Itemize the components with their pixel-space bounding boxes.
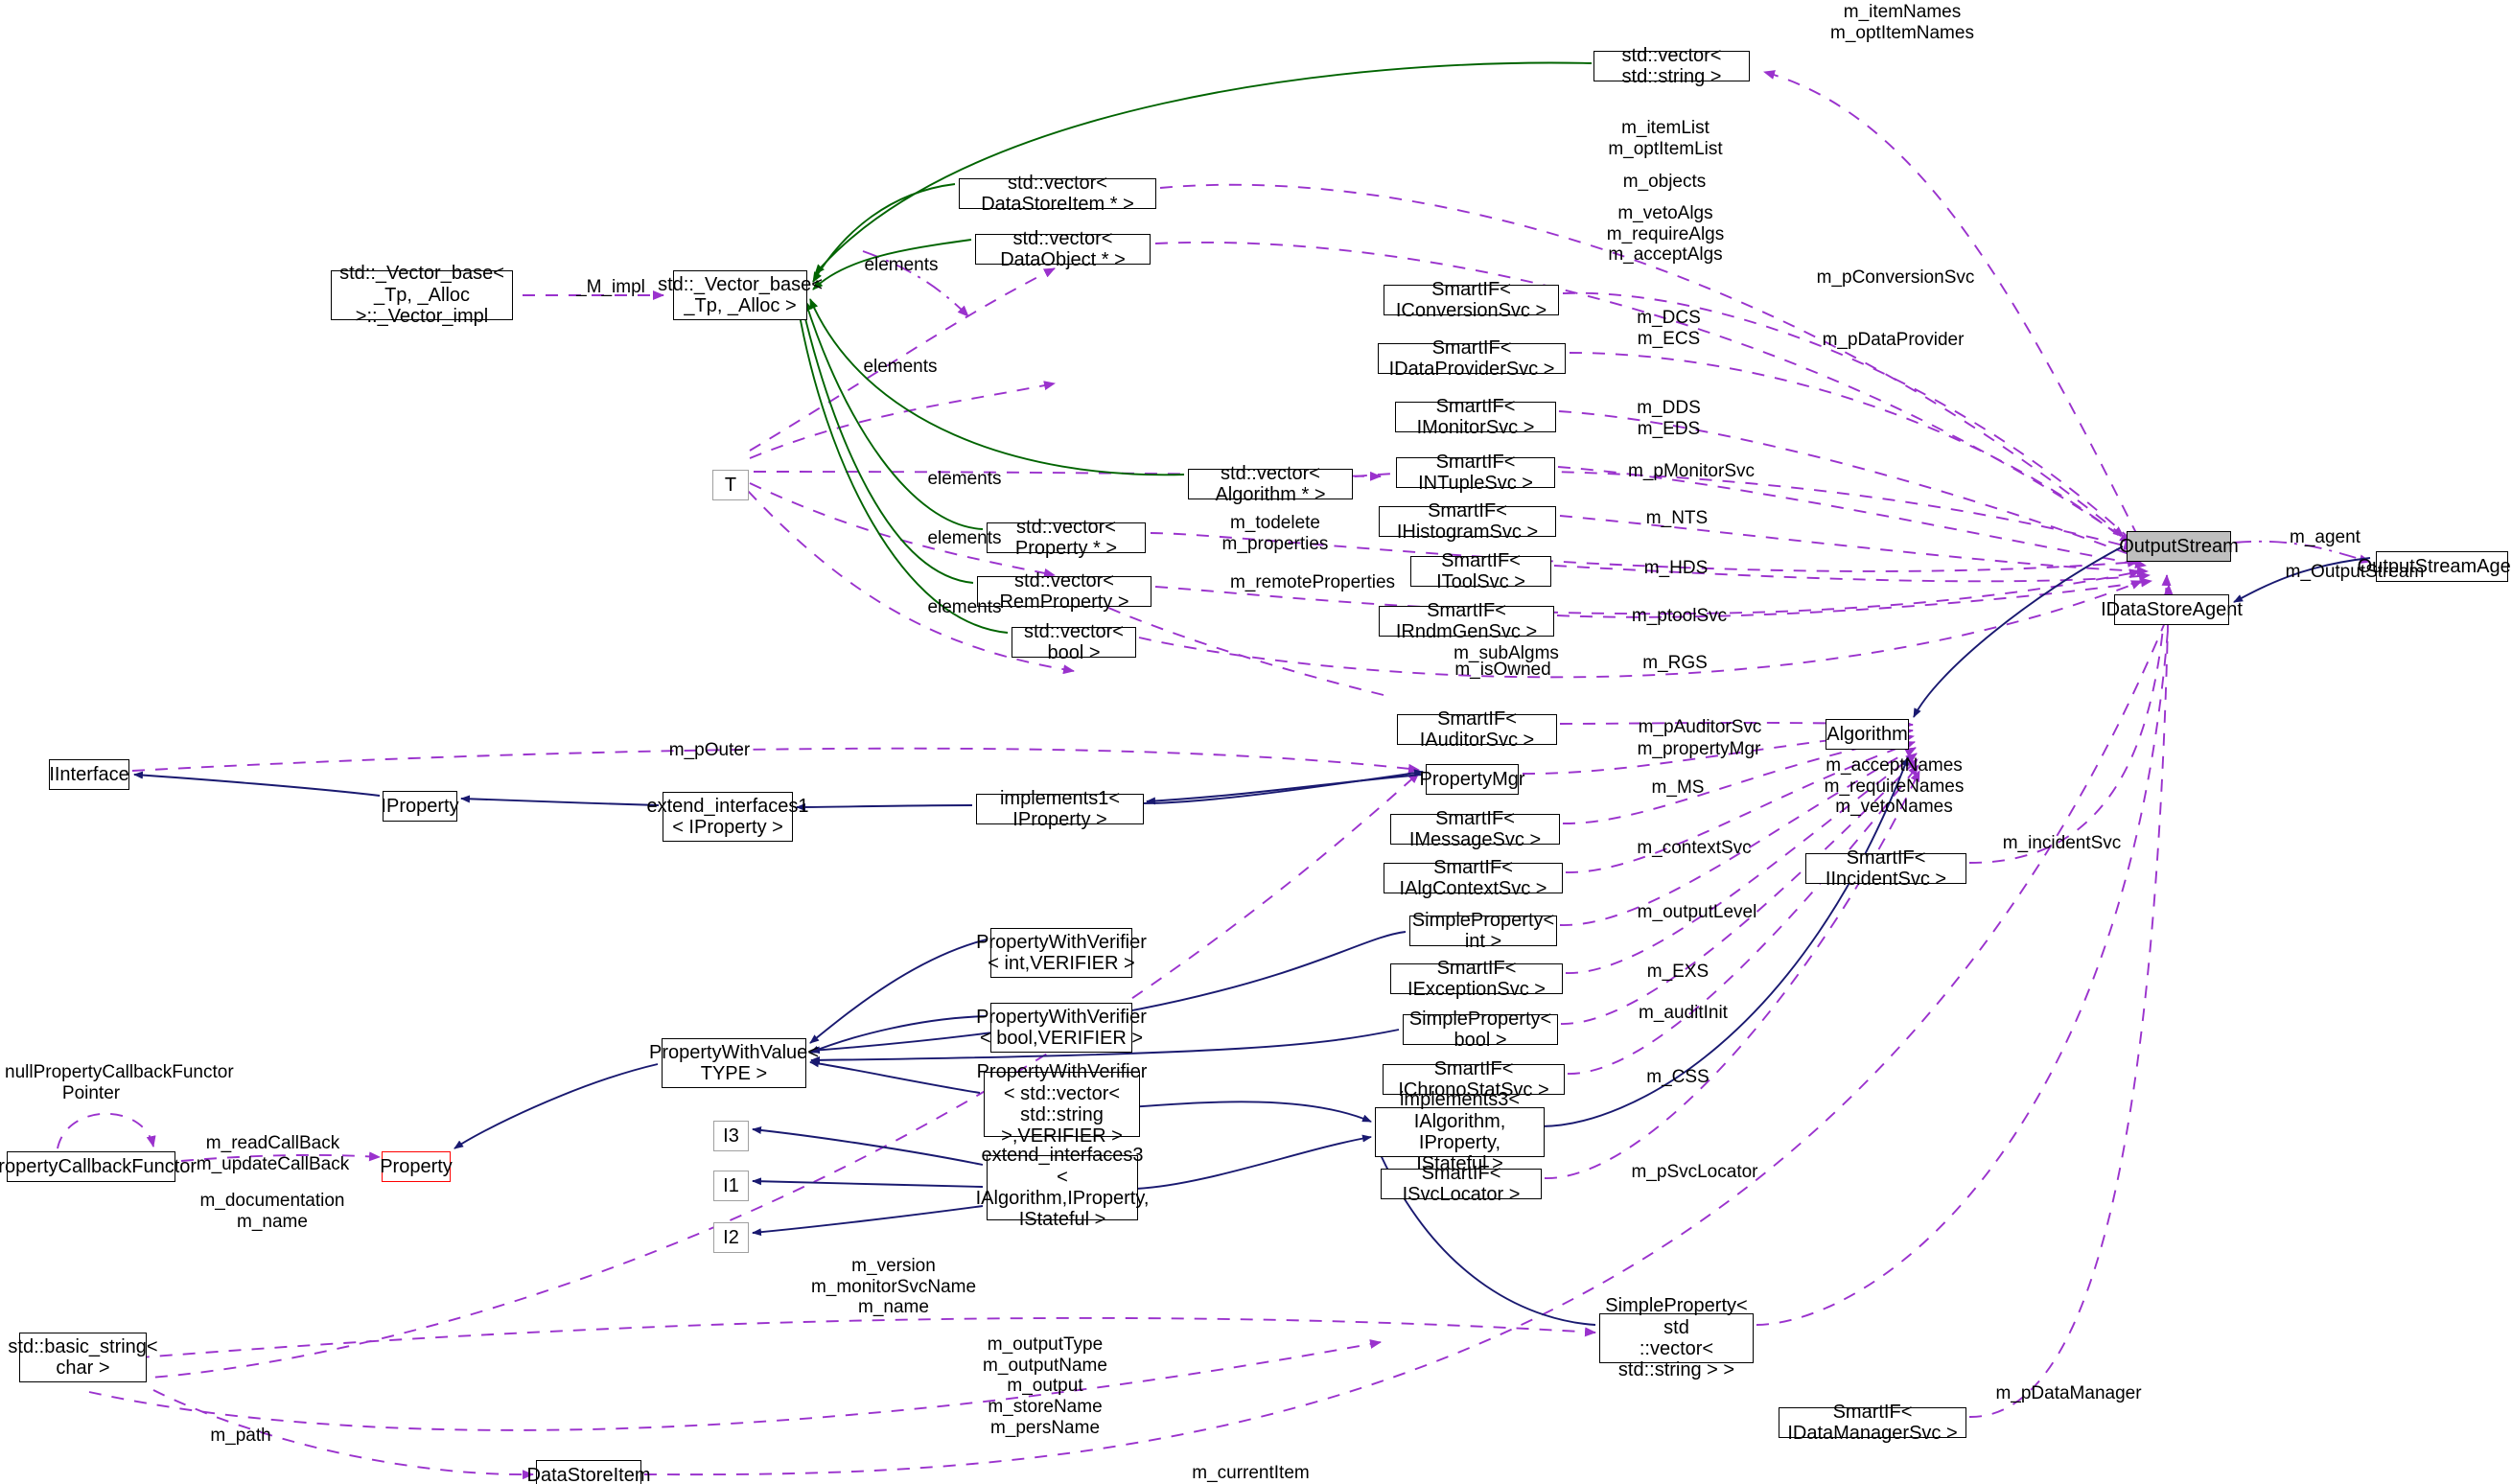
edge-label-lbl_m_psvclocator: m_pSvcLocator bbox=[1631, 1162, 1758, 1182]
class-node-smartif_iexceptionsvc[interactable]: SmartIF< IExceptionSvc > bbox=[1390, 958, 1563, 1000]
edge-label-lbl_elements_3: elements bbox=[927, 469, 1002, 489]
edge-label-lbl_elements_2: elements bbox=[863, 357, 938, 377]
edge-label-lbl_m_impl: _M_impl bbox=[576, 277, 645, 297]
class-node-outputstream[interactable]: OutputStream bbox=[2119, 531, 2239, 562]
class-node-propertywithverifier_bool[interactable]: PropertyWithVerifier < bool,VERIFIER > bbox=[976, 1003, 1147, 1053]
class-node-idatastoreagent[interactable]: IDataStoreAgent bbox=[2101, 594, 2243, 625]
class-node-propertywithverifier_vecstring[interactable]: PropertyWithVerifier < std::vector< std:… bbox=[976, 1061, 1148, 1148]
edge-label-lbl_m_path: m_path bbox=[210, 1426, 271, 1446]
edge-label-lbl_m_dds_eds: m_DDS m_EDS bbox=[1637, 398, 1701, 439]
class-node-smartif_iconversionsvc[interactable]: SmartIF< IConversionSvc > bbox=[1384, 279, 1559, 321]
class-node-property[interactable]: Property bbox=[380, 1151, 453, 1182]
class-node-i2[interactable]: I2 bbox=[713, 1222, 749, 1253]
class-node-i1[interactable]: I1 bbox=[713, 1171, 749, 1201]
edge-label-lbl_m_ms: m_MS bbox=[1651, 777, 1705, 798]
class-node-smartif_iauditorsvc[interactable]: SmartIF< IAuditorSvc > bbox=[1397, 708, 1557, 751]
class-node-iproperty[interactable]: IProperty bbox=[381, 791, 459, 822]
edge-label-lbl_m_css: m_CSS bbox=[1646, 1067, 1710, 1087]
class-node-outputstreamagent[interactable]: OutputStreamAgent bbox=[2358, 551, 2512, 582]
edge-label-lbl_m_isowned: m_isOwned bbox=[1454, 660, 1551, 680]
class-node-vector_base_impl[interactable]: std::_Vector_base< _Tp, _Alloc >::_Vecto… bbox=[331, 263, 513, 327]
class-node-basic_string[interactable]: std::basic_string< char > bbox=[8, 1333, 158, 1382]
class-node-smartif_isvclocator[interactable]: SmartIF< ISvcLocator > bbox=[1381, 1163, 1542, 1205]
edge-label-lbl_m_version: m_version m_monitorSvcName m_name bbox=[810, 1256, 977, 1318]
class-node-smartif_ialgcontextsvc[interactable]: SmartIF< IAlgContextSvc > bbox=[1384, 857, 1563, 899]
edge-label-lbl_m_hds: m_HDS bbox=[1643, 558, 1709, 578]
class-node-smartif_iincidentsvc[interactable]: SmartIF< IIncidentSvc > bbox=[1805, 847, 1966, 890]
edge-label-lbl_m_outputlevel: m_outputLevel bbox=[1637, 902, 1757, 922]
edge-label-lbl_m_todelete: m_todelete m_properties bbox=[1221, 513, 1329, 554]
class-node-implements3[interactable]: implements3< IAlgorithm, IProperty, ISta… bbox=[1375, 1089, 1545, 1174]
class-node-propertycallbackfunctor[interactable]: PropertyCallbackFunctor bbox=[0, 1151, 197, 1182]
edge-label-lbl_m_itemnames: m_itemNames m_optItemNames bbox=[1830, 2, 1974, 43]
edge-label-lbl_m_acceptnames: m_acceptNames m_requireNames m_vetoNames bbox=[1824, 755, 1965, 818]
edge-label-lbl_elements_1: elements bbox=[864, 255, 939, 275]
class-node-simpleproperty_vecstring[interactable]: SimpleProperty< std ::vector< std::strin… bbox=[1599, 1295, 1754, 1380]
edge-label-lbl_m_pouter: m_pOuter bbox=[668, 740, 751, 760]
class-node-smartif_ihistogramsvc[interactable]: SmartIF< IHistogramSvc > bbox=[1379, 500, 1556, 543]
edge-label-lbl_m_itemlist: m_itemList m_optItemList bbox=[1608, 118, 1723, 159]
class-node-vector_property[interactable]: std::vector< Property * > bbox=[987, 517, 1146, 559]
edge-label-lbl_m_nts: m_NTS bbox=[1645, 508, 1709, 528]
edge-label-lbl_m_subalgms: m_subAlgms bbox=[1454, 643, 1559, 663]
edge-label-lbl_m_ptoolsvc: m_ptoolSvc bbox=[1631, 606, 1728, 626]
usage-edges-dashdot bbox=[862, 250, 2371, 565]
class-node-vector_algorithm[interactable]: std::vector< Algorithm * > bbox=[1188, 463, 1353, 505]
class-node-propertywithvalue[interactable]: PropertyWithValue< TYPE > bbox=[649, 1038, 819, 1088]
edge-label-lbl_m_exs: m_EXS bbox=[1646, 962, 1710, 982]
edge-label-lbl_m_readcallback: m_readCallBack m_updateCallBack bbox=[196, 1133, 350, 1174]
class-node-simpleproperty_bool[interactable]: SimpleProperty< bool > bbox=[1403, 1009, 1558, 1051]
edge-label-lbl_m_remoteproperties: m_remoteProperties bbox=[1229, 572, 1396, 592]
edge-label-lbl_m_currentitem: m_currentItem bbox=[1192, 1463, 1310, 1483]
class-node-simpleproperty_int[interactable]: SimpleProperty< int > bbox=[1409, 910, 1557, 952]
class-node-extend_interfaces3[interactable]: extend_interfaces3 < IAlgorithm,IPropert… bbox=[975, 1145, 1150, 1231]
edge-label-lbl_m_pmonitorsvc: m_pMonitorSvc bbox=[1628, 461, 1755, 481]
edge-label-lbl_nullproperty: nullPropertyCallbackFunctor Pointer bbox=[5, 1062, 234, 1103]
class-node-implements1[interactable]: implements1< IProperty > bbox=[976, 788, 1144, 830]
edge-label-lbl_m_outputtype: m_outputType m_outputName m_output m_sto… bbox=[983, 1334, 1107, 1438]
class-node-iinterface[interactable]: IInterface bbox=[49, 759, 129, 790]
class-node-smartif_itoolsvc[interactable]: SmartIF< IToolSvc > bbox=[1410, 550, 1551, 592]
class-node-datastoreitem[interactable]: DataStoreItem bbox=[527, 1460, 650, 1484]
class-node-smartif_imonitorsvc[interactable]: SmartIF< IMonitorSvc > bbox=[1395, 396, 1556, 438]
class-node-vector_dataobject[interactable]: std::vector< DataObject * > bbox=[975, 228, 1151, 270]
class-node-propertywithverifier_int[interactable]: PropertyWithVerifier < int,VERIFIER > bbox=[976, 928, 1147, 978]
edge-label-lbl_m_propertymgr: m_propertyMgr bbox=[1637, 739, 1761, 759]
edge-label-lbl_m_dcs_ecs: m_DCS m_ECS bbox=[1637, 308, 1701, 349]
edge-label-lbl_m_pconversionsvc: m_pConversionSvc bbox=[1816, 267, 1975, 288]
edge-label-lbl_m_documentation: m_documentation m_name bbox=[199, 1191, 345, 1232]
class-node-vector_datastoreitem[interactable]: std::vector< DataStoreItem * > bbox=[959, 173, 1156, 215]
class-node-vector_bool[interactable]: std::vector< bool > bbox=[1012, 621, 1136, 663]
class-node-vector_string[interactable]: std::vector< std::string > bbox=[1593, 45, 1750, 87]
inheritance-edges bbox=[133, 545, 2371, 1326]
edge-label-lbl_m_pauditorsvc: m_pAuditorSvc bbox=[1638, 717, 1762, 737]
edge-label-lbl_m_pdataprovider: m_pDataProvider bbox=[1822, 330, 1965, 350]
edge-label-lbl_m_vetoalgs: m_vetoAlgs m_requireAlgs m_acceptAlgs bbox=[1606, 203, 1725, 266]
class-node-i3[interactable]: I3 bbox=[713, 1121, 749, 1151]
edge-label-lbl_m_pdatamanager: m_pDataManager bbox=[1995, 1383, 2142, 1403]
class-node-smartif_idatamanagersvc[interactable]: SmartIF< IDataManagerSvc > bbox=[1779, 1402, 1966, 1444]
class-node-smartif_irndmgensvc[interactable]: SmartIF< IRndmGenSvc > bbox=[1379, 600, 1554, 642]
class-node-t_param[interactable]: T bbox=[712, 470, 749, 500]
class-node-propertymgr[interactable]: PropertyMgr bbox=[1419, 764, 1525, 795]
class-node-extend_interfaces1[interactable]: extend_interfaces1 < IProperty > bbox=[647, 792, 809, 842]
edge-label-lbl_m_objects: m_objects bbox=[1622, 172, 1707, 192]
class-node-vector_remproperty[interactable]: std::vector< RemProperty > bbox=[977, 570, 1151, 613]
edge-label-lbl_m_contextsvc: m_contextSvc bbox=[1637, 838, 1752, 858]
class-node-vector_base[interactable]: std::_Vector_base< _Tp, _Alloc > bbox=[658, 270, 823, 320]
edge-label-lbl_m_incidentsvc: m_incidentSvc bbox=[2002, 833, 2122, 853]
edge-label-lbl_m_rgs: m_RGS bbox=[1642, 653, 1708, 673]
edge-label-lbl_m_auditinit: m_auditInit bbox=[1639, 1003, 1728, 1023]
class-node-smartif_intuplesvc[interactable]: SmartIF< INTupleSvc > bbox=[1396, 452, 1555, 494]
class-node-smartif_idataprovidersvc[interactable]: SmartIF< IDataProviderSvc > bbox=[1378, 337, 1566, 380]
class-node-smartif_imessagesvc[interactable]: SmartIF< IMessageSvc > bbox=[1390, 808, 1560, 850]
edge-label-lbl_m_agent: m_agent bbox=[2290, 527, 2361, 547]
class-node-algorithm[interactable]: Algorithm bbox=[1826, 719, 1909, 750]
